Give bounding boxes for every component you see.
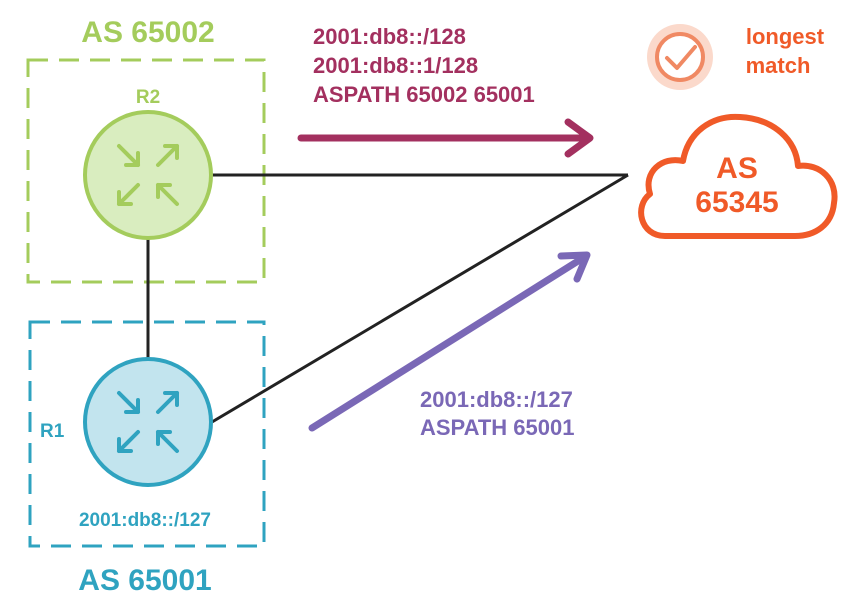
check-circle-icon (647, 24, 713, 90)
r2-label: R2 (136, 87, 160, 108)
longest-match-line-1: longest (746, 24, 825, 49)
r1-prefix-label: 2001:db8::/127 (79, 510, 211, 531)
router-r1-body (83, 357, 213, 487)
as65002-boundary (26, 58, 266, 284)
r2-route-line-3: ASPATH 65002 65001 (313, 82, 535, 107)
as65002-label: AS 65002 (81, 16, 214, 49)
router-r2-body (83, 110, 213, 240)
r1-advertisement-arrow (308, 251, 591, 432)
cloud-label-line-1: AS (716, 152, 758, 185)
cloud-icon (638, 113, 838, 239)
cloud-label-line-2: 65345 (695, 186, 778, 219)
as65001-boundary (28, 320, 266, 548)
longest-match-badge: longest match (647, 24, 825, 90)
as65001-label: AS 65001 (78, 564, 211, 597)
r1-route-line-2: ASPATH 65001 (420, 415, 574, 440)
r1-route-line-1: 2001:db8::/127 (420, 387, 573, 412)
link-r1-cloud (211, 173, 629, 424)
longest-match-line-2: match (746, 53, 811, 78)
router-r1[interactable] (83, 357, 213, 487)
router-r2[interactable] (83, 110, 213, 240)
r2-route-line-2: 2001:db8::1/128 (313, 53, 478, 78)
as65345-cloud[interactable]: AS 65345 (638, 113, 838, 239)
r1-label: R1 (40, 421, 65, 442)
r2-advertisement-arrow (297, 118, 594, 158)
r2-route-line-1: 2001:db8::/128 (313, 24, 466, 49)
router-arrows-icon (117, 144, 179, 206)
router-arrows-icon (117, 391, 179, 453)
